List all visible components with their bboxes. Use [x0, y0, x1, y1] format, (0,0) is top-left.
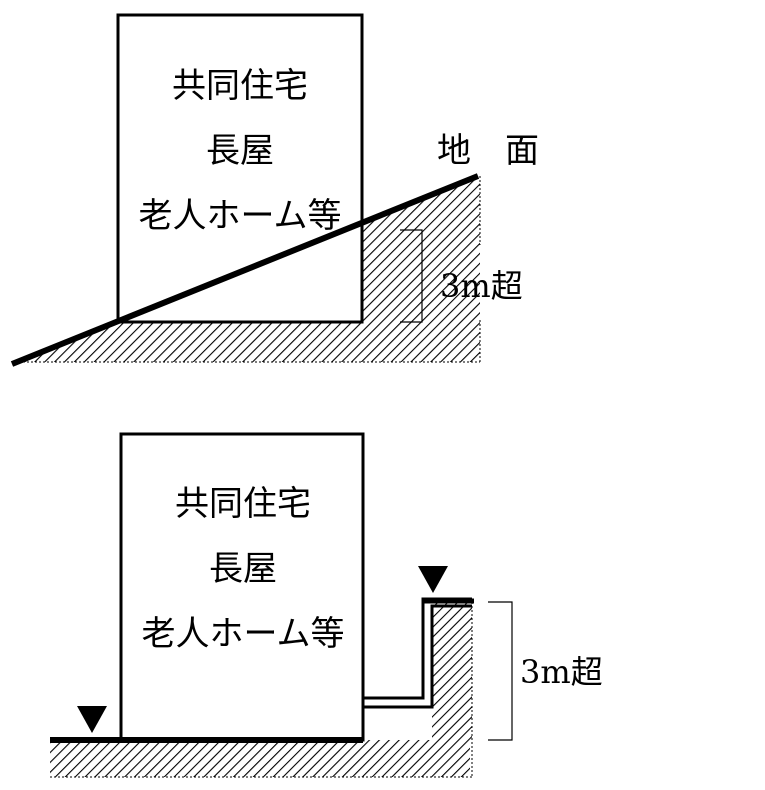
bottom-building-label-line3: 老人ホーム等	[142, 614, 345, 654]
top-building-label-line2: 長屋	[206, 131, 274, 171]
bottom-building-label-line2: 長屋	[209, 549, 277, 589]
top-diagram: 共同住宅 長屋 老人ホーム等 地 面 3m超	[10, 13, 539, 367]
bottom-height-label: 3m超	[520, 653, 603, 691]
top-height-label: 3m超	[440, 267, 523, 305]
top-building-label-line1: 共同住宅	[172, 66, 308, 106]
bottom-retaining-wall-inner	[363, 604, 472, 709]
bottom-earth-hatch-raised	[432, 602, 472, 742]
top-ground-slope-line	[10, 173, 480, 367]
bottom-earth-hatch-low	[50, 740, 470, 777]
bottom-height-bracket	[488, 601, 513, 741]
down-triangle-icon	[77, 706, 107, 733]
top-height-bracket	[400, 229, 423, 323]
top-ground-label: 地 面	[437, 131, 539, 171]
bottom-building-box	[119, 432, 365, 742]
bottom-building-label-line1: 共同住宅	[175, 484, 311, 524]
down-triangle-icon	[418, 566, 448, 593]
bottom-diagram: 共同住宅 長屋 老人ホーム等 3m超	[50, 432, 603, 778]
top-building-label-line3: 老人ホーム等	[139, 196, 342, 236]
